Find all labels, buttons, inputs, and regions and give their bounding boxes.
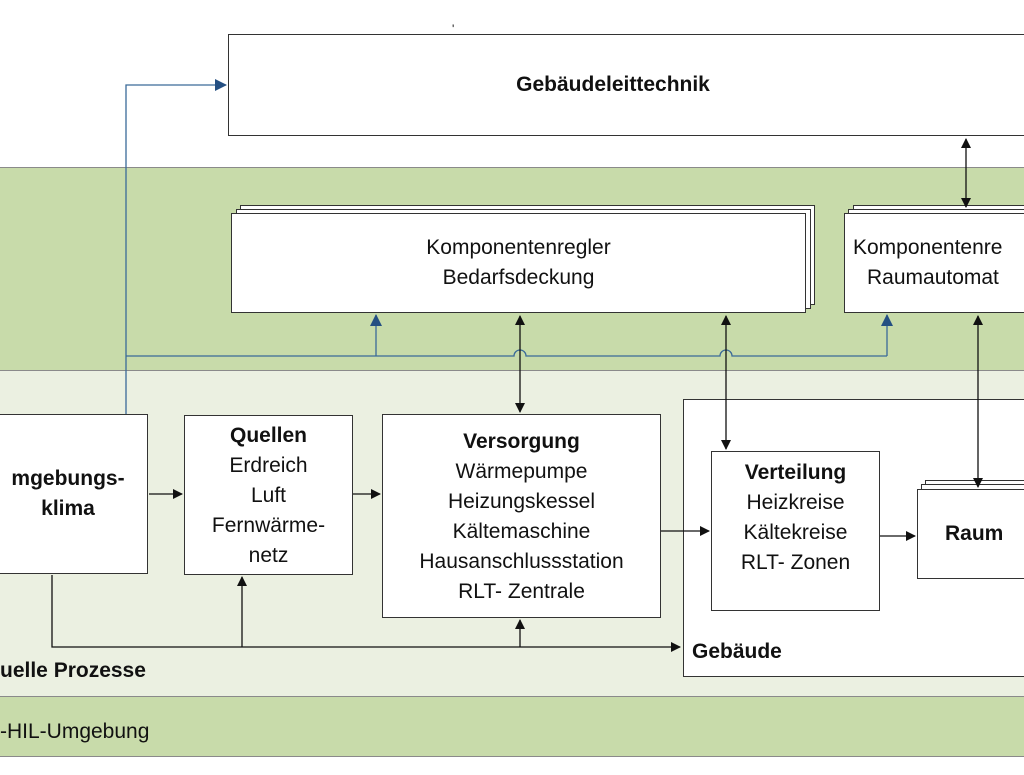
distribution-title: Verteilung xyxy=(744,461,847,484)
ambient-climate-line1: mgebungs- xyxy=(11,467,125,490)
room-controller-box: Komponentenre Raumautomat xyxy=(844,213,1024,313)
real-processes-label: uelle Prozesse xyxy=(0,659,146,682)
sources-title: Quellen xyxy=(229,424,308,447)
sources-item: Luft xyxy=(250,484,287,507)
supply-item: Hausanschlussstation xyxy=(419,550,624,573)
demand-controller-line2: Bedarfsdeckung xyxy=(442,266,595,289)
building-management-title: Gebäudeleittechnik xyxy=(516,73,710,96)
sources-item: Fernwärme- xyxy=(211,514,326,537)
top-mark: ' xyxy=(452,22,455,36)
distribution-item: Heizkreise xyxy=(746,491,845,514)
climate-to-management-signal xyxy=(125,79,227,414)
climate-to-building-flow xyxy=(51,575,681,652)
room-controller-line2: Raumautomat xyxy=(867,266,999,289)
building-label: Gebäude xyxy=(692,640,782,663)
supply-title: Versorgung xyxy=(463,430,580,453)
building-management-box: Gebäudeleittechnik xyxy=(228,34,1024,136)
supply-item: Kältemaschine xyxy=(452,520,591,543)
hil-layer-band xyxy=(0,697,1024,757)
supply-item: Wärmepumpe xyxy=(455,460,588,483)
room-controller-line1: Komponentenre xyxy=(853,236,1003,259)
ambient-climate-line2: klima xyxy=(41,497,95,520)
sources-box: Quellen Erdreich Luft Fernwärme- netz xyxy=(184,415,353,575)
ambient-climate-box: mgebungs- klima xyxy=(0,414,148,574)
distribution-box: Verteilung Heizkreise Kältekreise RLT- Z… xyxy=(711,451,880,611)
room-box: Raum xyxy=(917,489,1024,579)
supply-box: Versorgung Wärmepumpe Heizungskessel Käl… xyxy=(382,414,661,618)
demand-controller-box: Komponentenregler Bedarfsdeckung xyxy=(231,213,806,313)
hil-environment-label: -HIL-Umgebung xyxy=(0,720,150,743)
sensor-signal-bus xyxy=(126,349,887,357)
sources-item: Erdreich xyxy=(229,454,308,477)
distribution-item: Kältekreise xyxy=(743,521,848,544)
distribution-item: RLT- Zonen xyxy=(740,551,851,574)
supply-item: Heizungskessel xyxy=(447,490,596,513)
demand-controller-line1: Komponentenregler xyxy=(426,236,611,259)
sources-item: netz xyxy=(248,544,289,567)
room-title: Raum xyxy=(945,522,1004,545)
supply-item: RLT- Zentrale xyxy=(458,580,585,603)
